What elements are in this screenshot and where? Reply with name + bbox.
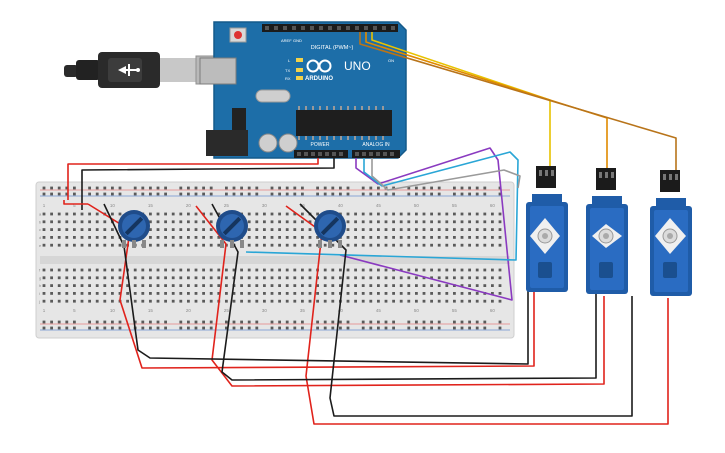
column-label: 55 — [452, 308, 458, 313]
column-label: 15 — [148, 203, 154, 208]
row-label: j — [38, 299, 40, 304]
column-label: 40 — [338, 203, 344, 208]
row-label: e — [39, 243, 42, 248]
wire-red-rail — [63, 200, 88, 205]
column-label: 40 — [338, 308, 344, 313]
column-label: 10 — [110, 308, 116, 313]
power-label: POWER — [311, 142, 330, 148]
brand-label: ARDUINO — [305, 76, 333, 82]
breadboard-holes — [42, 186, 502, 330]
wire-servo3-signal — [359, 32, 677, 172]
wire-5v-red — [67, 158, 319, 200]
column-label: 60 — [490, 203, 496, 208]
wire-a2-gray — [371, 158, 521, 191]
column-label: 20 — [186, 203, 192, 208]
column-label: 1 — [43, 203, 46, 208]
digital-header-label: DIGITAL (PWM~) — [311, 45, 354, 51]
column-label: 35 — [300, 308, 306, 313]
column-label: 20 — [186, 308, 192, 313]
gnd-label: GND — [293, 38, 302, 43]
column-label: 30 — [262, 203, 268, 208]
arduino-logo: ARDUINO — [305, 59, 333, 82]
row-label: g — [39, 275, 41, 280]
column-label: 15 — [148, 308, 154, 313]
wire-a1-blue — [245, 151, 519, 261]
aref-label: AREF — [281, 38, 292, 43]
column-label: 50 — [414, 308, 420, 313]
analog-in-label: ANALOG IN — [362, 142, 390, 148]
analog-pin-label: A5 — [390, 163, 394, 167]
column-label: 30 — [262, 308, 268, 313]
column-label: 25 — [224, 308, 230, 313]
potentiometer-1[interactable] — [118, 210, 150, 248]
column-label: 50 — [414, 203, 420, 208]
led-l-label: L — [288, 58, 291, 63]
arduino-uno-board[interactable]: DIGITAL (PWM~) AREF GND L TX RX ARDUINO … — [199, 21, 407, 167]
column-label: 5 — [73, 308, 76, 313]
analog-pin-label: A3 — [376, 163, 380, 167]
row-label: d — [39, 235, 41, 240]
column-label: 35 — [300, 203, 306, 208]
wire-servo1-signal — [371, 32, 551, 168]
servo-2[interactable] — [586, 168, 628, 294]
column-label: 5 — [73, 203, 76, 208]
wire-gnd-black — [81, 158, 335, 210]
wire-black-pot1 — [103, 203, 529, 365]
row-label: h — [39, 283, 41, 288]
servo-3[interactable] — [650, 170, 692, 296]
row-label: c — [39, 227, 41, 232]
column-label: 1 — [43, 308, 46, 313]
analog-pin-label: A4 — [383, 163, 387, 167]
row-label: i — [39, 291, 40, 296]
on-label: ON — [388, 58, 394, 63]
led-rx-label: RX — [285, 76, 291, 81]
column-label: 25 — [224, 203, 230, 208]
wire-a0-purple — [339, 147, 513, 301]
column-label: 55 — [452, 203, 458, 208]
analog-pin-label: A2 — [369, 163, 373, 167]
column-label: 10 — [110, 203, 116, 208]
analog-pin-label: A0 — [355, 163, 359, 167]
row-label: f — [39, 268, 41, 273]
column-label: 45 — [376, 308, 382, 313]
column-label: 45 — [376, 203, 382, 208]
potentiometer-2[interactable] — [216, 210, 248, 248]
column-label: 60 — [490, 308, 496, 313]
wires — [63, 32, 677, 425]
wire-servo2-signal — [365, 32, 608, 170]
potentiometer-3[interactable] — [314, 210, 346, 248]
row-label: a — [39, 212, 42, 217]
model-label: UNO — [344, 59, 371, 73]
led-tx-label: TX — [285, 68, 290, 73]
row-label: b — [39, 219, 42, 224]
servo-1[interactable] — [526, 166, 568, 292]
